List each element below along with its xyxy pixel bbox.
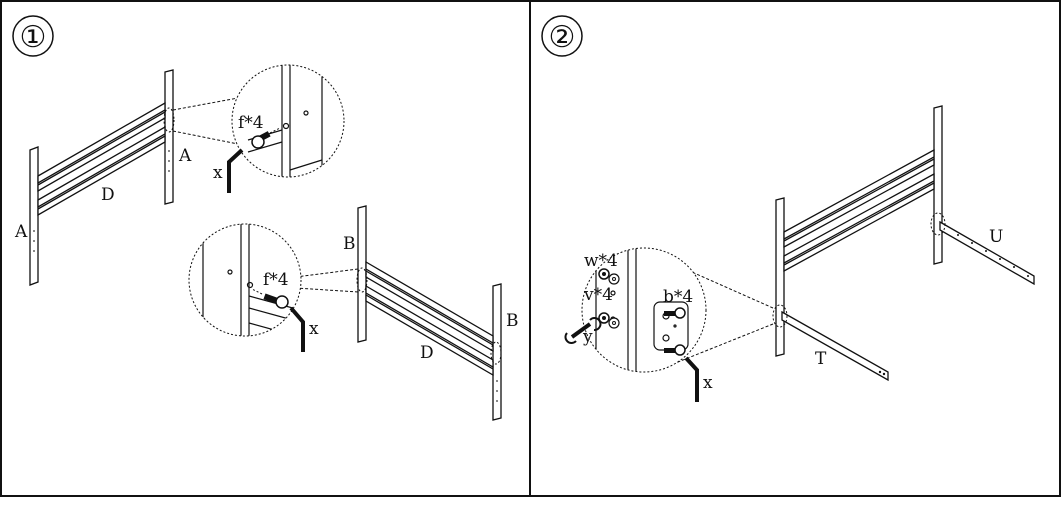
label-b-left: B [343, 234, 356, 254]
step-2-panel: ② U T [541, 15, 1035, 402]
label-wrench-y: y [582, 327, 593, 347]
label-hardware-f-lower: f*4 [263, 270, 289, 290]
rail-d-7 [365, 284, 494, 369]
label-d-lower: D [420, 343, 434, 363]
upper-frame [29, 69, 174, 286]
bolt-f-icon [251, 127, 281, 149]
callout-line [172, 130, 239, 145]
step-1-number: ① [20, 20, 47, 55]
end-post-b-left [357, 205, 367, 343]
rail-d-2 [37, 110, 166, 193]
wrench-y-icon [564, 317, 602, 344]
rail-2 [783, 157, 935, 249]
rail-d-8 [365, 293, 494, 377]
callout-target-lower [356, 267, 368, 293]
rail-4 [783, 181, 935, 273]
label-u: U [989, 227, 1003, 247]
end-post-a-right [164, 69, 174, 205]
rail-3 [783, 172, 935, 265]
label-a-right: A [178, 146, 192, 166]
post-holes-upper [33, 150, 170, 252]
label-nut-w: w*4 [584, 251, 618, 271]
rail-holes [878, 234, 1029, 376]
side-rail-u [939, 220, 1035, 286]
step-1-circle [12, 15, 54, 57]
side-rail-t [781, 310, 889, 382]
step-2-number: ② [549, 20, 576, 55]
end-post-b-right [492, 283, 502, 421]
callout-line [295, 287, 359, 293]
callout-target-upper [163, 107, 175, 133]
callout-target-u [930, 212, 946, 236]
washer-v-icon [608, 273, 620, 329]
end-post-a-left [29, 146, 39, 286]
rail-d-4 [37, 134, 166, 217]
lower-frame [357, 205, 502, 421]
rail-d-3 [37, 125, 166, 209]
callout-line [172, 97, 239, 111]
bolt-b-icon [664, 307, 686, 356]
step-2-circle [541, 15, 583, 57]
callout-line [667, 323, 774, 367]
label-bolt-b: b*4 [663, 287, 693, 307]
end-post-right [933, 105, 943, 265]
allen-key-x-icon [289, 306, 305, 352]
label-tool-x-upper: x [213, 163, 223, 183]
bolt-f-icon [251, 288, 289, 309]
callout-target-t [772, 304, 788, 328]
callout-line [295, 268, 359, 278]
nut-w-icon [598, 268, 610, 324]
rail-d-6 [365, 269, 494, 353]
label-a-left: A [14, 222, 28, 242]
allen-key-x-icon [227, 148, 244, 193]
rail-d-5 [365, 260, 494, 345]
allen-key-x-icon [684, 356, 699, 402]
callout-target-lower-right [490, 341, 502, 365]
assembled-frame [775, 105, 1035, 382]
label-tool-x: x [703, 373, 713, 393]
rail-d-1 [37, 101, 166, 185]
label-tool-x-lower: x [309, 319, 319, 339]
label-t: T [815, 349, 827, 369]
rail-1 [783, 148, 935, 241]
end-post-left [775, 197, 785, 357]
step-1-panel: ① A A D [12, 15, 519, 421]
label-washer-v: v*4 [583, 285, 613, 305]
label-b-right: B [506, 311, 519, 331]
label-d-upper: D [101, 185, 115, 205]
zoom-circle-lower [188, 223, 302, 337]
label-hardware-f-upper: f*4 [238, 113, 264, 133]
